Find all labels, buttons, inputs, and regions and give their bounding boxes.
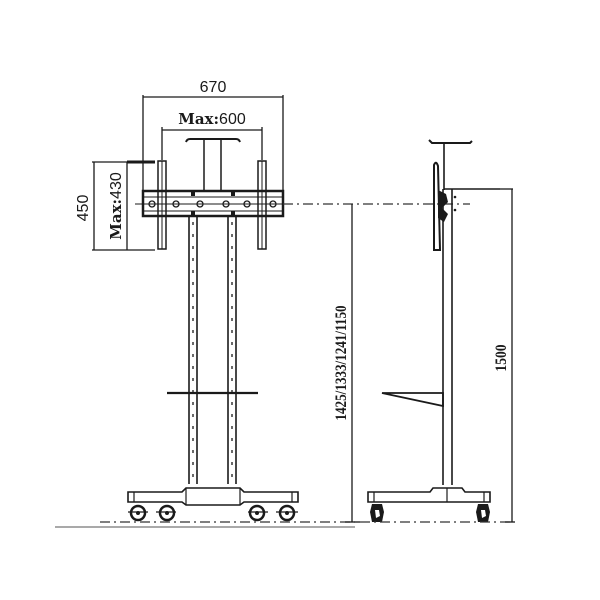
caster — [370, 504, 384, 522]
side-view: 1500 — [360, 139, 515, 523]
vertical-arms — [157, 160, 267, 250]
front-view: 670 Max:600 450 Max:430 — [55, 79, 470, 528]
mount-height-label: 1425/1333/1241/1150 — [333, 305, 350, 420]
top-plate — [185, 138, 241, 192]
front-casters — [128, 504, 298, 522]
max-vesa-width-label: Max:600 — [178, 110, 246, 128]
side-base — [367, 487, 491, 503]
overall-width-label: 670 — [200, 79, 227, 96]
side-casters — [370, 504, 490, 522]
caster — [276, 504, 298, 522]
base — [127, 487, 299, 506]
caster — [476, 504, 490, 522]
total-height-label: 1500 — [493, 344, 510, 371]
dimension-overall-width: 670 — [142, 79, 284, 192]
dimension-height: 450 Max:430 — [75, 160, 155, 251]
overall-height-label: 450 — [75, 195, 92, 222]
side-top-plate — [428, 139, 473, 190]
twin-columns — [188, 216, 237, 484]
dimension-max-vesa-width: Max:600 — [161, 110, 263, 160]
tilt-mount — [433, 161, 500, 251]
caster — [248, 504, 268, 522]
dimension-mount-height: 1425/1333/1241/1150 — [333, 204, 360, 523]
side-shelf — [381, 392, 444, 408]
max-vesa-height-label: Max:430 — [107, 172, 125, 240]
side-column — [442, 189, 457, 485]
caster — [128, 504, 148, 522]
caster — [156, 504, 176, 522]
dimension-total-height: 1500 — [493, 188, 515, 523]
